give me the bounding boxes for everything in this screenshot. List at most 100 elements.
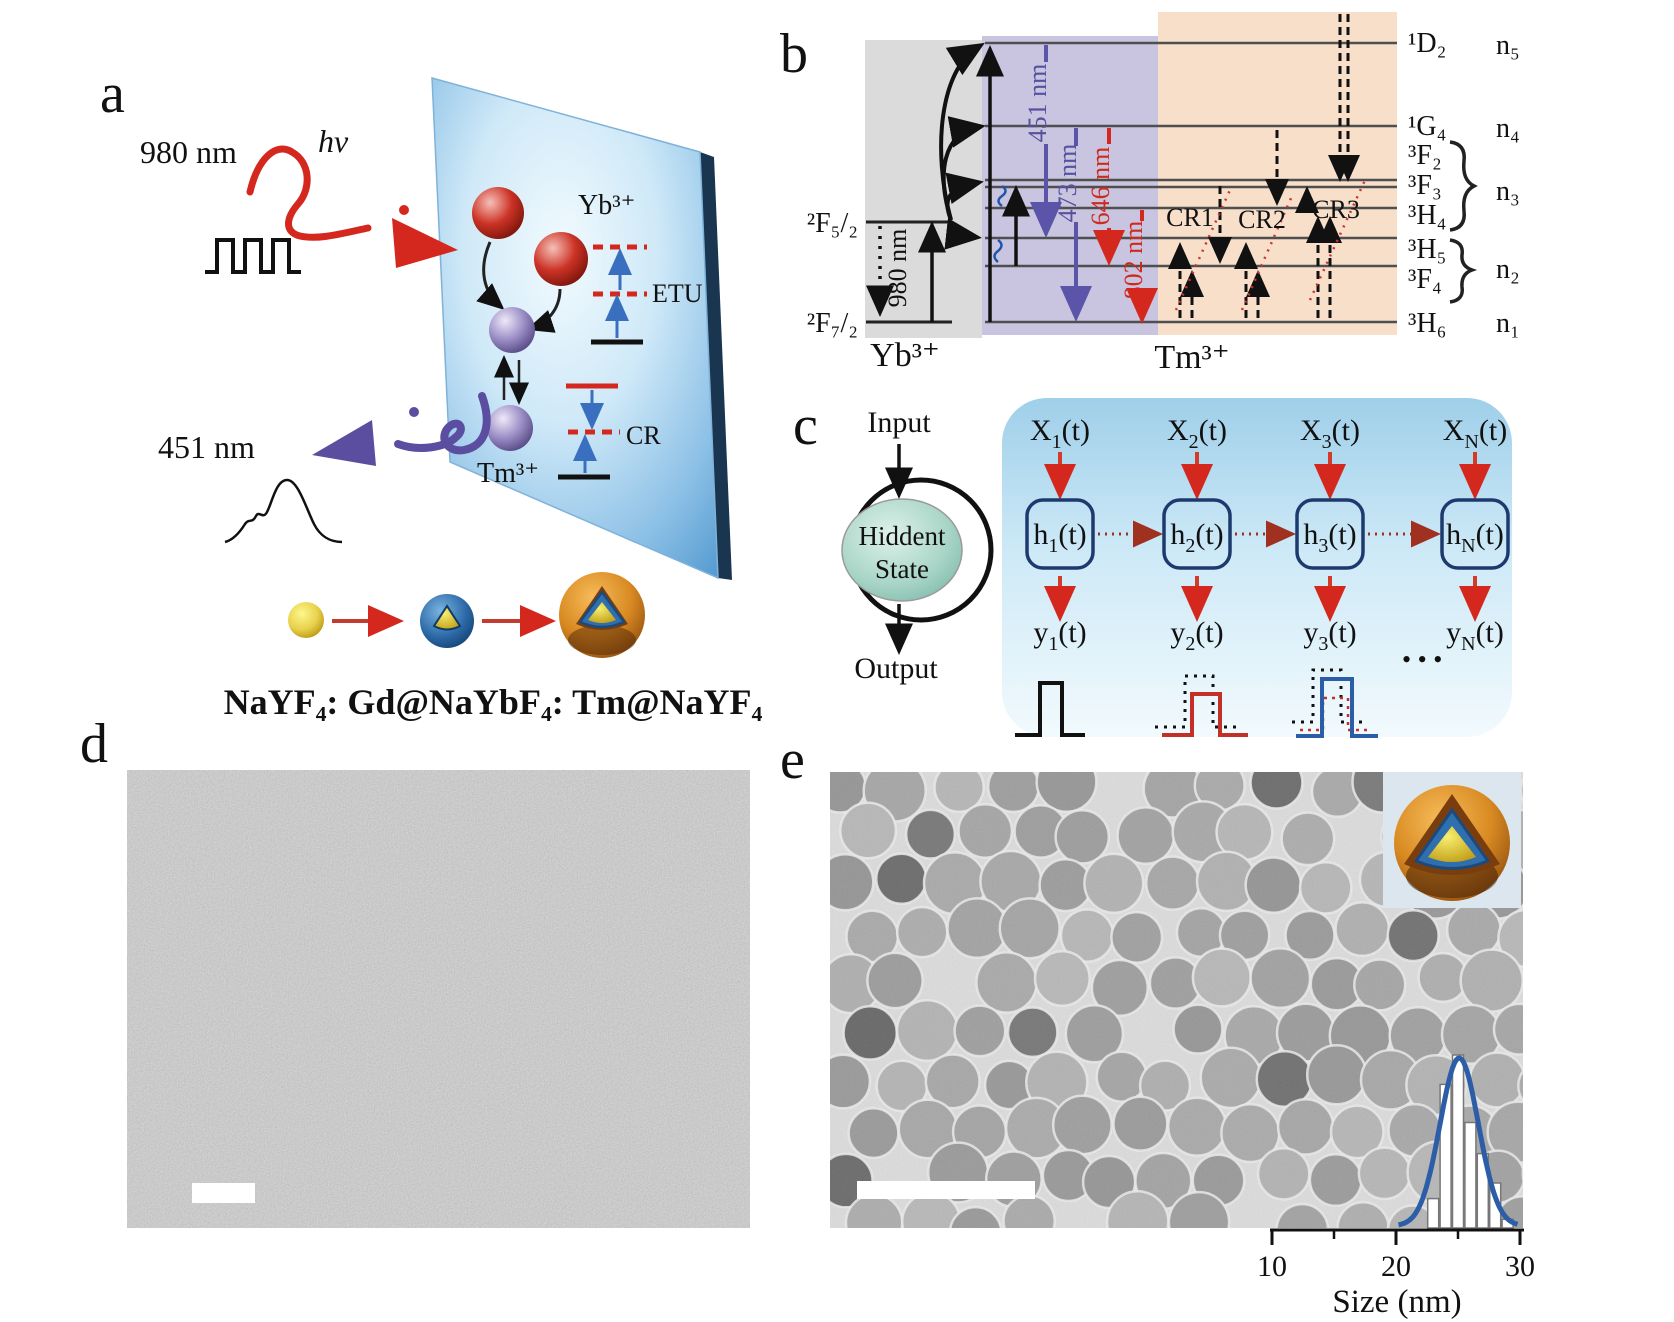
rnn-y-label: y1(t) [1033, 616, 1086, 655]
pop-n4: n₄ [1496, 113, 1520, 144]
output-label: Output [854, 652, 938, 685]
nanoparticle [1528, 953, 1580, 1005]
rnn-x-label: X1(t) [1030, 414, 1090, 453]
nanoparticle [1556, 1202, 1607, 1253]
population-labels: n₅ n₄ n₃ n₂ n₁ [1496, 30, 1520, 339]
nanoparticle [1546, 1108, 1595, 1157]
etu-ladder [591, 244, 647, 345]
rnn-hidden-box [1025, 498, 1095, 570]
emission-802: 802 nm [1119, 210, 1158, 324]
tem-image-amorphous-grain [127, 770, 750, 1228]
pop-n2: n₂ [1496, 254, 1520, 285]
tm-ion-sphere [489, 307, 535, 353]
ellipsis-dots: • • • [1402, 645, 1442, 674]
em-473-label: 473 nm [1053, 144, 1082, 223]
nonradiative-squiggle-icon [997, 184, 1007, 208]
excitation-wave-arrow [246, 145, 372, 241]
emission-spectrum-icon [224, 478, 343, 544]
x-axis-title: Size (nm) [1332, 1284, 1461, 1320]
tm-ion-label: Tm³⁺ [1154, 339, 1229, 376]
rnn-y-label: yN(t) [1446, 616, 1504, 655]
photon-dot-icon [399, 205, 409, 215]
level-3H5: ³H₅ [1408, 234, 1446, 265]
cr1-arrows [1168, 186, 1232, 318]
core-shell-inset [1383, 772, 1521, 908]
rnn-hidden-box [1440, 498, 1510, 570]
yb-ion-sphere [472, 187, 524, 239]
yb-ion-label: Yb³⁺ [870, 337, 940, 374]
photon-label: hν [318, 123, 349, 159]
waveform-2-icon [1162, 692, 1248, 737]
level-3F3: ³F₃ [1408, 170, 1442, 201]
input-label: Input [867, 406, 931, 439]
nanoparticle [1543, 908, 1599, 964]
cr1-coupling-dotted-line [1174, 189, 1232, 311]
energy-transfer-arrow [476, 241, 505, 310]
histogram-bar [1426, 1197, 1440, 1229]
gaussian-fit-curve [1397, 1055, 1519, 1228]
rnn-x-label: XN(t) [1443, 414, 1507, 453]
histogram-bar [1464, 1121, 1477, 1229]
level-1G4: ¹G₄ [1408, 111, 1446, 142]
yb-ion-sphere [534, 232, 588, 286]
pulse-train-icon [205, 238, 301, 274]
scale-bar [857, 1181, 1035, 1199]
emission-473: 473 nm [1053, 128, 1092, 322]
em-646-label: 646 nm [1086, 147, 1115, 226]
cr-label: CR [626, 421, 661, 450]
waveform-2-dotted-icon [1155, 674, 1242, 729]
pump-wavelength-label: 980 nm [883, 229, 912, 308]
tm-ion-label: Tm³⁺ [477, 458, 539, 489]
panel-e-label: e [780, 729, 805, 791]
em-802-label: 802 nm [1119, 221, 1148, 300]
hidden-state-line2: State [875, 554, 929, 584]
nanoparticle-slab [431, 77, 719, 580]
rnn-h-label: h2(t) [1170, 518, 1223, 557]
level-3F2: ³F₂ [1408, 140, 1442, 171]
cr1-label: CR1 [1166, 203, 1214, 232]
core-sphere [288, 602, 324, 638]
hidden-state-ellipse [841, 498, 963, 602]
level-1D2: ¹D₂ [1408, 28, 1446, 59]
slab-edge [700, 152, 732, 580]
yb-to-tm-transfer-arrows [939, 42, 986, 250]
panel-c: c Input Hiddent State Output X1(t)h1(t)y… [793, 395, 1512, 738]
emission-arrowhead-icon [312, 420, 376, 466]
hidden-state-line1: Hiddent [859, 521, 946, 551]
panel-a-label: a [100, 63, 125, 125]
scale-bar [192, 1183, 255, 1203]
rnn-panel [1002, 398, 1512, 737]
rnn-h-label: h1(t) [1033, 518, 1086, 557]
emission-wavelength-label: 451 nm [158, 429, 255, 465]
rnn-x-label: X2(t) [1167, 414, 1227, 453]
panel-a: a 980 nm hν Yb³⁺ Tm³⁺ ETU [100, 63, 763, 722]
nonradiative-squiggle-icon [993, 238, 1003, 263]
inset-core [1428, 826, 1476, 862]
waveform-3-icon [1296, 677, 1378, 738]
nanoparticle [1521, 1164, 1523, 1183]
excitation-arrowhead-icon [392, 218, 458, 268]
cr3-arrows [1306, 14, 1360, 318]
x-axis-tick-label: 20 [1381, 1250, 1411, 1283]
brace-n3-icon [1449, 140, 1478, 232]
yb-lower-level-label: ²F₇/₂ [807, 308, 858, 339]
level-3H6: ³H₆ [1408, 308, 1446, 339]
cr3-label: CR3 [1312, 195, 1360, 224]
core-shell-shell-sphere [559, 572, 645, 658]
excitation-wavelength-label: 980 nm [140, 134, 237, 170]
nanoparticle [1519, 776, 1523, 805]
nanoparticle [1546, 1001, 1602, 1057]
panel-b-label: b [780, 23, 808, 85]
etu-label: ETU [652, 279, 703, 308]
level-3F4: ³F₄ [1408, 264, 1442, 295]
energy-transfer-arrow [526, 288, 562, 333]
rnn-hidden-box [1295, 498, 1365, 570]
rnn-hidden-box [1162, 498, 1232, 570]
x-axis-tick-label: 10 [1257, 1250, 1287, 1283]
tm-ion-sphere [487, 405, 533, 451]
yb-upper-level-label: ²F₅/₂ [807, 208, 858, 239]
panel-d: d [80, 713, 750, 1228]
